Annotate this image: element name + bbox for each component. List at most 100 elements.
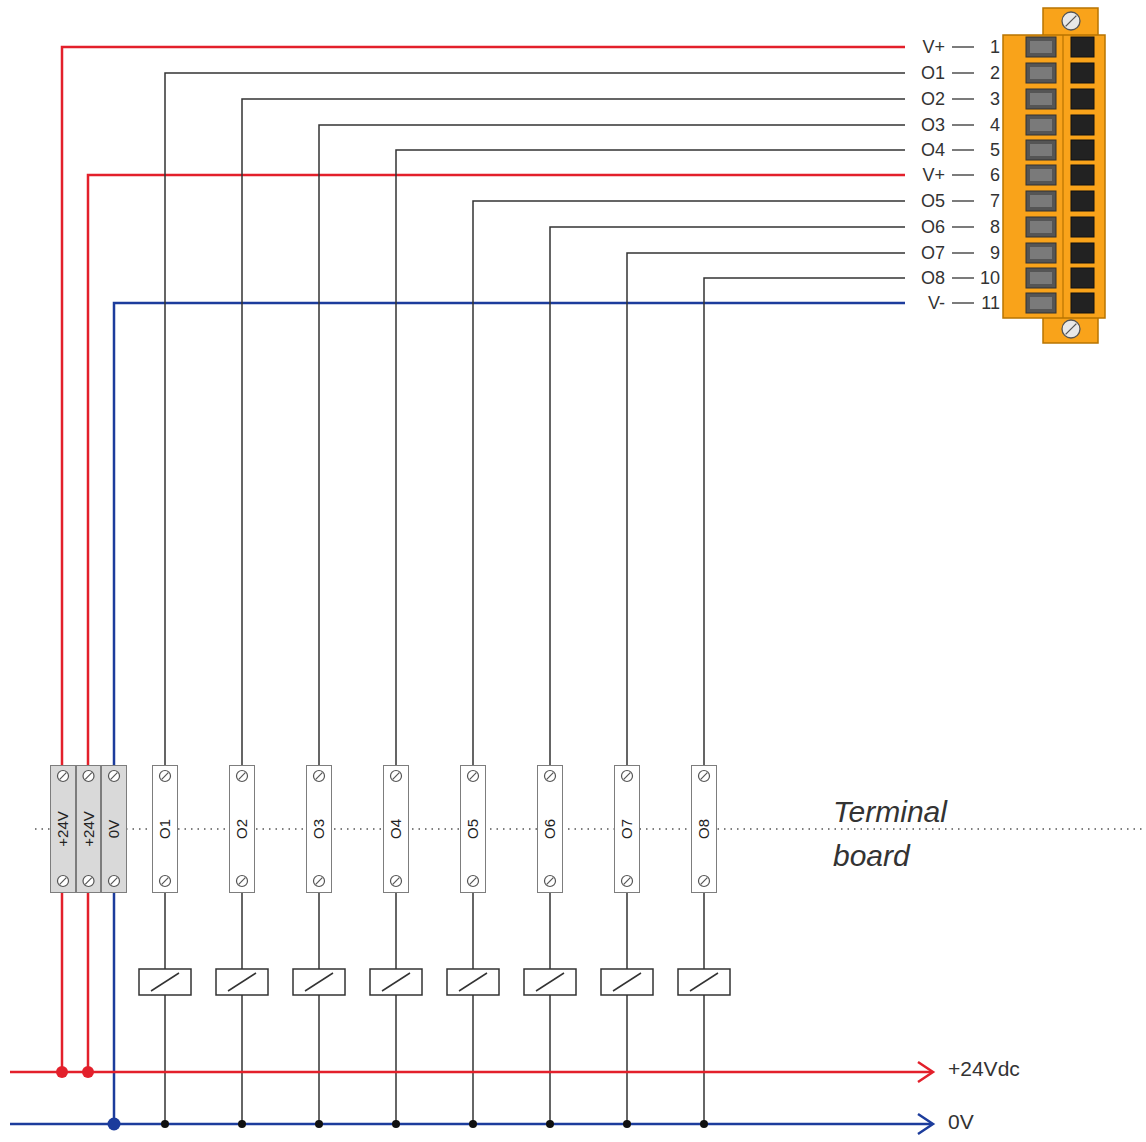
output-wire bbox=[241, 893, 243, 969]
terminal-label: O6 bbox=[542, 819, 558, 839]
relay-coil bbox=[139, 969, 191, 995]
junction-dot bbox=[546, 1120, 554, 1128]
connector-clamp bbox=[1026, 268, 1056, 288]
connector-clamp-face bbox=[1030, 247, 1052, 259]
relay-coil bbox=[524, 969, 576, 995]
screw-slot bbox=[161, 877, 168, 884]
pin-leader bbox=[952, 98, 974, 99]
junction-dot bbox=[469, 1120, 477, 1128]
connector-tab bbox=[1043, 315, 1098, 343]
output-wire bbox=[395, 893, 397, 969]
pin-number: 4 bbox=[990, 114, 1000, 136]
pin-number: 1 bbox=[990, 36, 1000, 58]
connector-socket bbox=[1071, 217, 1094, 237]
screw-symbol bbox=[83, 875, 94, 886]
pin-leader bbox=[952, 252, 974, 253]
output-wire bbox=[241, 995, 243, 1124]
pin-signal-name: O8 bbox=[921, 267, 945, 289]
relay-coil-slash bbox=[305, 973, 333, 991]
screw-slot bbox=[59, 877, 66, 884]
screw-slot bbox=[1066, 324, 1077, 335]
screw-slot bbox=[315, 772, 322, 779]
screw-slot bbox=[469, 877, 476, 884]
relay-coil-slash bbox=[613, 973, 641, 991]
screw-slot bbox=[110, 877, 117, 884]
connector-socket bbox=[1071, 165, 1094, 185]
connector-clamp bbox=[1026, 293, 1056, 313]
supply-wire bbox=[62, 47, 905, 765]
screw-slot bbox=[238, 877, 245, 884]
output-wire bbox=[164, 995, 166, 1124]
terminal-block: O1 bbox=[152, 765, 178, 893]
screw-symbol bbox=[236, 770, 247, 781]
pin-signal-name: O1 bbox=[921, 62, 945, 84]
screw-symbol bbox=[390, 770, 401, 781]
connector-clamp-face bbox=[1030, 119, 1052, 131]
terminal-block: O2 bbox=[229, 765, 255, 893]
connector-socket bbox=[1071, 63, 1094, 83]
junction-dot bbox=[56, 1066, 68, 1078]
output-wire bbox=[626, 893, 628, 969]
relay-coil-slash bbox=[228, 973, 256, 991]
junction-dot bbox=[392, 1120, 400, 1128]
pin-leader bbox=[952, 149, 974, 150]
pin-number: 2 bbox=[990, 62, 1000, 84]
terminal-label: O5 bbox=[465, 819, 481, 839]
pin-number: 3 bbox=[990, 88, 1000, 110]
connector-socket bbox=[1071, 89, 1094, 109]
terminal-block: O5 bbox=[460, 765, 486, 893]
terminal-block: O7 bbox=[614, 765, 640, 893]
connector-clamp-face bbox=[1030, 144, 1052, 156]
pin-leader bbox=[952, 200, 974, 201]
output-wire bbox=[318, 893, 320, 969]
pin-number: 5 bbox=[990, 139, 1000, 161]
connector-clamp-face bbox=[1030, 41, 1052, 53]
screw-slot bbox=[59, 772, 66, 779]
connector-socket bbox=[1071, 293, 1094, 313]
connector-socket bbox=[1071, 268, 1094, 288]
screw-slot bbox=[238, 772, 245, 779]
pin-leader bbox=[952, 226, 974, 227]
terminal-block: +24V bbox=[50, 765, 76, 893]
screw-symbol bbox=[544, 770, 555, 781]
pin-number: 10 bbox=[980, 267, 1000, 289]
pin-signal-name: V- bbox=[928, 292, 945, 314]
screw-symbol bbox=[313, 875, 324, 886]
output-wire bbox=[627, 253, 905, 765]
pin-signal-name: O4 bbox=[921, 139, 945, 161]
screw-symbol bbox=[236, 875, 247, 886]
screw-symbol bbox=[83, 770, 94, 781]
connector-clamp bbox=[1026, 89, 1056, 109]
output-wire bbox=[703, 893, 705, 969]
screw-symbol bbox=[108, 875, 119, 886]
supply-wire bbox=[88, 175, 905, 765]
screw-slot bbox=[392, 877, 399, 884]
supply-wire bbox=[87, 893, 90, 1072]
terminal-block: O6 bbox=[537, 765, 563, 893]
bus-arrow bbox=[918, 1114, 933, 1134]
terminal-block: 0V bbox=[101, 765, 127, 893]
output-wire bbox=[549, 995, 551, 1124]
screw-slot bbox=[1066, 16, 1077, 27]
connector-clamp-face bbox=[1030, 67, 1052, 79]
connector-socket bbox=[1071, 243, 1094, 263]
terminal-block: O4 bbox=[383, 765, 409, 893]
connector-socket bbox=[1071, 115, 1094, 135]
relay-coil bbox=[216, 969, 268, 995]
screw-symbol bbox=[1062, 12, 1080, 30]
output-wire bbox=[472, 995, 474, 1124]
screw-symbol bbox=[57, 875, 68, 886]
connector-clamp-face bbox=[1030, 297, 1052, 309]
pin-number: 7 bbox=[990, 190, 1000, 212]
output-wire bbox=[242, 99, 905, 765]
screw-slot bbox=[469, 772, 476, 779]
screw-slot bbox=[110, 772, 117, 779]
pin-signal-name: O7 bbox=[921, 242, 945, 264]
screw-symbol bbox=[159, 875, 170, 886]
output-wire bbox=[703, 995, 705, 1124]
screw-slot bbox=[85, 877, 92, 884]
board-label: Terminal board bbox=[833, 790, 998, 878]
terminal-label: O1 bbox=[157, 819, 173, 839]
relay-coil-slash bbox=[459, 973, 487, 991]
